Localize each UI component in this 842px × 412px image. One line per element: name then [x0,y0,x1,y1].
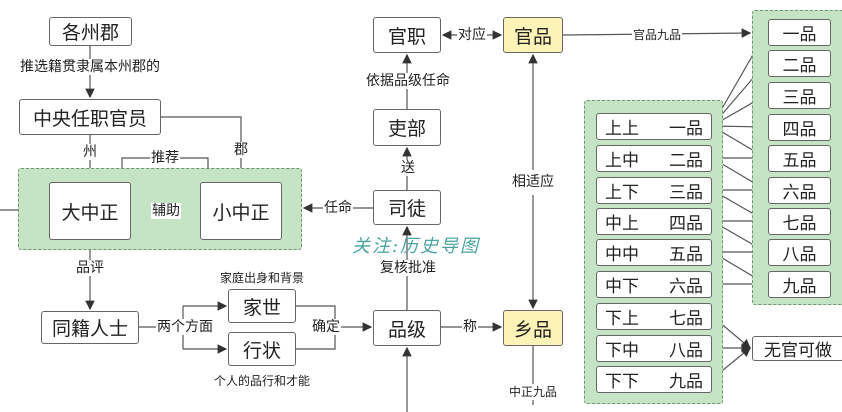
zhongzheng-nine-label: 中正九品 [507,384,559,400]
official-grade-5: 五品 [768,145,831,172]
village-grade-7: 下上 七品 [596,303,712,330]
xiao-zhongzheng-node: 小中正 [200,182,282,240]
village-grade-4: 中上 四品 [596,208,712,235]
grade-rank: 六品 [669,277,703,297]
village-grade-3: 上下 三品 [596,177,712,204]
assist-label: 辅助 [151,203,181,219]
grade-tier: 中中 [605,245,639,265]
official-grade-2: 二品 [768,50,831,77]
village-grade-1: 上上 一品 [596,113,712,140]
zhou-label: 州 [82,144,98,160]
conduct-desc-label: 个人的品行和才能 [213,374,311,388]
recommend-label: 推荐 [150,150,180,166]
village-grade-6: 中下 六品 [596,271,712,298]
grade-tier: 中上 [605,214,639,234]
appoint-by-grade-label: 依据品级任命 [365,73,451,89]
official-grade-9: 九品 [768,271,831,298]
village-grade-8: 下中 八品 [596,335,712,362]
appoint-label: 任命 [323,200,353,216]
review-approve-label: 复核批准 [379,260,437,276]
grade-rank: 四品 [669,214,703,234]
central-officials-node: 中央任职官员 [19,99,161,135]
village-grade-5: 中中 五品 [596,239,712,266]
determine-label: 确定 [311,319,341,335]
match-label: 相适应 [511,174,555,190]
situ-node: 司徒 [373,190,441,225]
official-grade-8: 八品 [768,239,831,266]
grade-tier: 下中 [605,341,639,361]
grade-level-node: 品级 [373,310,441,346]
grade-tier: 上上 [605,119,639,139]
grade-tier: 中下 [605,277,639,297]
grade-rank: 九品 [669,372,703,392]
grade-rank: 五品 [669,245,703,265]
jun-label: 郡 [233,142,249,158]
official-grade-6: 六品 [768,177,831,204]
grade-tier: 上下 [605,183,639,203]
grade-tier: 下下 [605,372,639,392]
grade-rank: 八品 [669,341,703,361]
grade-rank: 一品 [669,119,703,139]
libu-node: 吏部 [373,109,441,146]
called-label: 称 [462,319,478,335]
village-grade-2: 上中 二品 [596,145,712,172]
village-rank-node: 乡品 [503,310,563,346]
family-background-node: 家世 [228,289,296,323]
grade-tier: 上中 [605,151,639,171]
grade-rank: 三品 [669,183,703,203]
official-grade-7: 七品 [768,208,831,235]
watermark: 关注:历史导图 [351,236,481,257]
no-office-node: 无官可做 [752,336,842,361]
fellow-natives-node: 同籍人士 [41,311,139,344]
family-desc-label: 家庭出身和背景 [219,271,305,285]
da-zhongzheng-node: 大中正 [49,182,131,240]
select-natives-label: 推选籍贯隶属本州郡的 [19,59,161,75]
conduct-node: 行状 [228,332,296,366]
official-rank-node: 官品 [503,17,563,53]
official-post-node: 官职 [373,17,441,53]
official-grade-1: 一品 [768,19,831,46]
correspond-label: 对应 [457,27,487,43]
send-label: 送 [400,160,416,176]
two-aspects-label: 两个方面 [156,319,214,335]
official-grade-3: 三品 [768,82,831,109]
official-nine-label: 官品九品 [631,27,683,43]
grade-rank: 二品 [669,151,703,171]
prefectures-node: 各州郡 [49,17,132,46]
grade-tier: 下上 [605,309,639,329]
official-grade-4: 四品 [768,114,831,141]
village-grade-9: 下下 九品 [596,366,712,393]
evaluate-label: 品评 [75,260,105,276]
grade-rank: 七品 [669,309,703,329]
